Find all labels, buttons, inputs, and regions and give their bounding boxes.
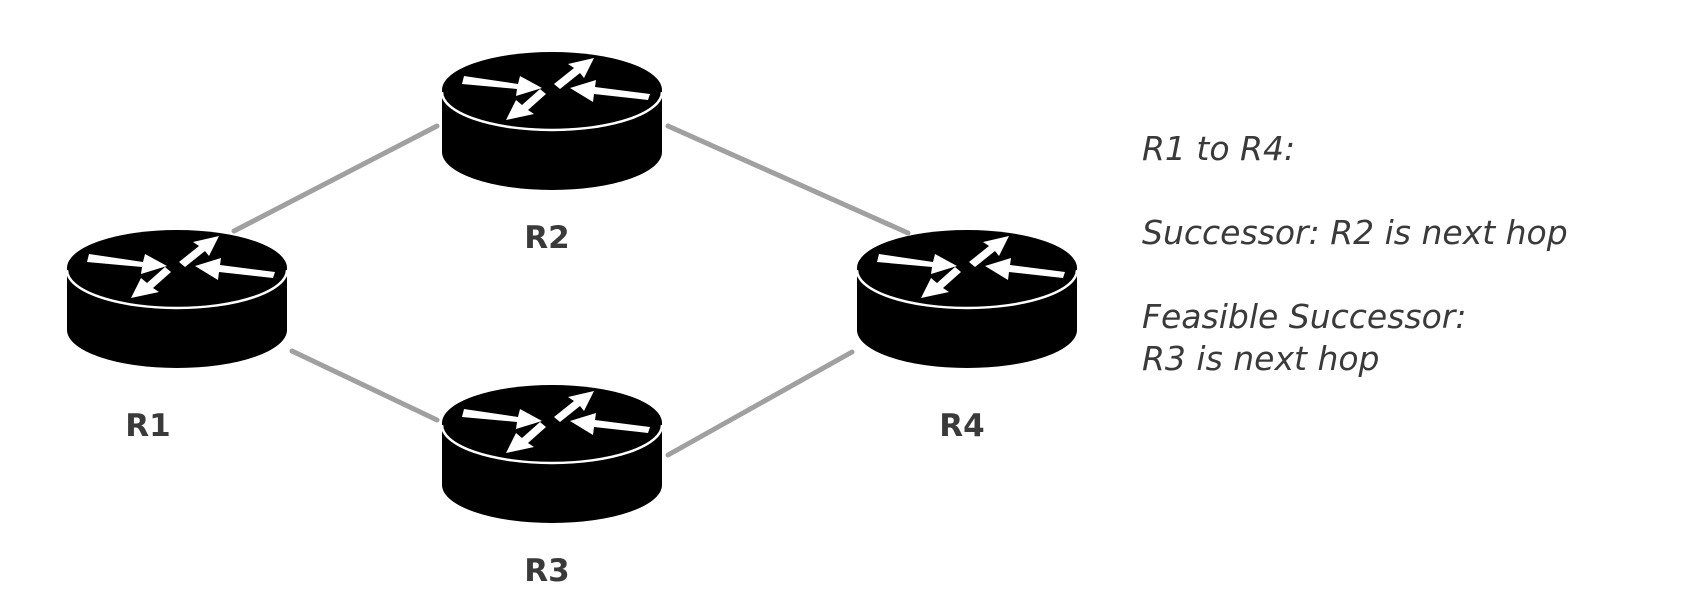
router-icon — [440, 50, 664, 192]
routing-notes: R1 to R4: Successor: R2 is next hop Feas… — [1142, 128, 1568, 380]
notes-heading: R1 to R4: — [1142, 129, 1296, 168]
feasible-successor-next-hop: R3 is next hop — [1142, 339, 1380, 378]
router-r1[interactable]: R1 — [65, 228, 289, 444]
router-label-r1: R1 — [125, 408, 170, 444]
link-r1-r3 — [289, 348, 440, 423]
router-r3[interactable]: R3 — [440, 383, 664, 589]
router-label-r4: R4 — [939, 408, 984, 444]
router-r2[interactable]: R2 — [440, 50, 664, 256]
router-label-r3: R3 — [524, 553, 569, 589]
link-r1-r2 — [231, 123, 440, 234]
links — [231, 123, 911, 458]
link-r2-r4 — [665, 123, 911, 236]
successor-note: Successor: R2 is next hop — [1142, 213, 1568, 252]
router-icon — [65, 228, 289, 370]
feasible-successor-note: Feasible Successor: — [1142, 297, 1467, 336]
router-label-r2: R2 — [524, 220, 569, 256]
link-r3-r4 — [665, 349, 855, 458]
router-icon — [855, 228, 1079, 370]
router-icon — [440, 383, 664, 525]
router-r4[interactable]: R4 — [855, 228, 1079, 444]
